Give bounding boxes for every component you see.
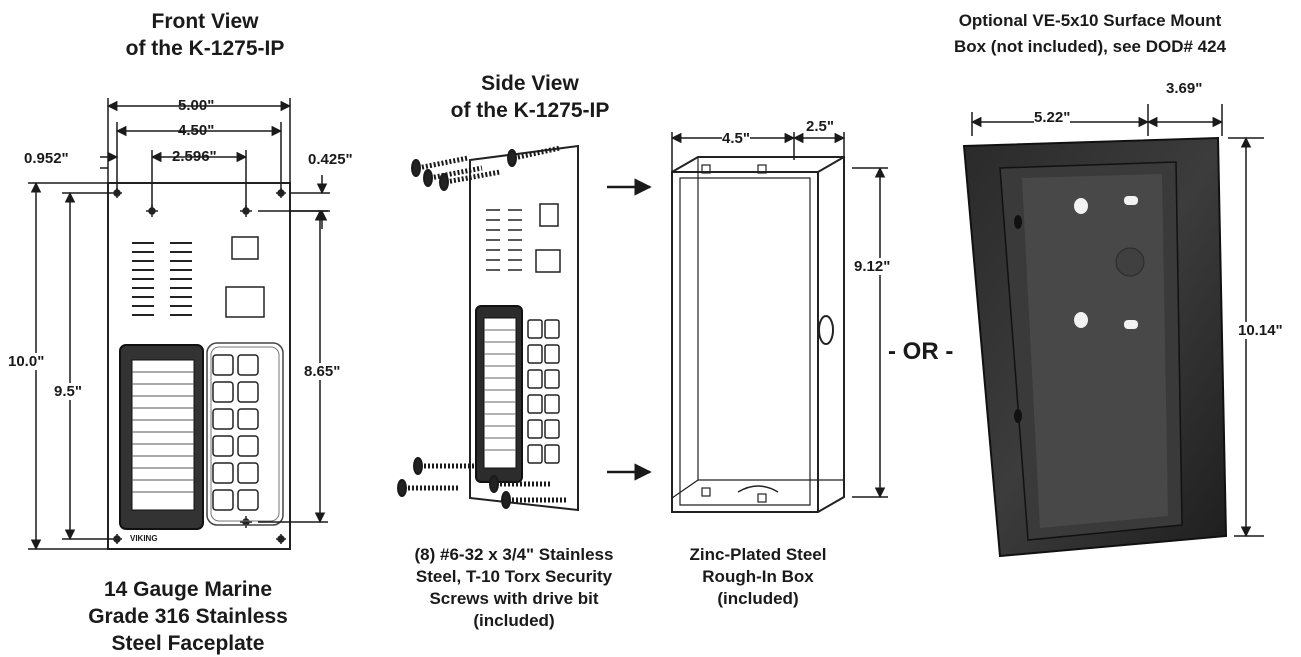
dim-box-depth: 2.5" bbox=[806, 118, 834, 135]
side-view-title-line2: of the K-1275-IP bbox=[450, 99, 610, 122]
front-caption: 14 Gauge Marine Grade 316 Stainless Stee… bbox=[38, 576, 338, 657]
front-view-title-line1: Front View bbox=[151, 10, 259, 33]
box-caption-line2: Rough-In Box bbox=[702, 567, 814, 586]
front-caption-line3: Steel Faceplate bbox=[111, 632, 265, 655]
front-caption-line1: 14 Gauge Marine bbox=[103, 578, 273, 601]
screws-caption-line4: (included) bbox=[473, 611, 555, 630]
front-view-title: Front View of the K-1275-IP bbox=[100, 8, 310, 62]
dim-width-outer: 5.00" bbox=[178, 97, 215, 114]
dim-box-width: 4.5" bbox=[722, 130, 750, 147]
dim-height-holes: 9.5" bbox=[54, 383, 82, 400]
screws-caption-line3: Screws with drive bit bbox=[429, 589, 599, 608]
box-caption-line1: Zinc-Plated Steel bbox=[689, 545, 827, 564]
dim-surface-height: 10.14" bbox=[1238, 322, 1283, 339]
camera-window bbox=[231, 236, 259, 260]
side-faceplate bbox=[469, 144, 579, 512]
assembly-arrows bbox=[607, 178, 652, 481]
brand-logo: VIKING bbox=[130, 534, 158, 543]
dim-height-outer: 10.0" bbox=[8, 353, 45, 370]
surface-mount-box bbox=[962, 136, 1228, 558]
box-caption: Zinc-Plated Steel Rough-In Box (included… bbox=[668, 544, 848, 610]
dim-surface-depth: 3.69" bbox=[1166, 80, 1203, 97]
dim-width-holes: 4.50" bbox=[178, 122, 215, 139]
dim-inner-holes: 2.596" bbox=[172, 148, 217, 165]
surface-mount-title-line2: Box (not included), see DOD# 424 bbox=[953, 37, 1227, 56]
front-view-title-line2: of the K-1275-IP bbox=[125, 37, 285, 60]
call-buttons bbox=[212, 354, 259, 511]
or-separator: - OR - bbox=[888, 338, 954, 365]
side-view-title: Side View of the K-1275-IP bbox=[420, 70, 640, 124]
dim-height-inner: 8.65" bbox=[304, 363, 341, 380]
rough-in-box bbox=[671, 156, 845, 513]
screws-caption-line1: (8) #6-32 x 3/4" Stainless bbox=[414, 545, 614, 564]
dim-inset-top: 0.425" bbox=[308, 151, 353, 168]
dim-box-height: 9.12" bbox=[854, 258, 891, 275]
surface-mount-title: Optional VE-5x10 Surface Mount Box (not … bbox=[900, 8, 1280, 60]
screws-caption: (8) #6-32 x 3/4" Stainless Steel, T-10 T… bbox=[374, 544, 654, 632]
side-view-title-line1: Side View bbox=[481, 72, 579, 95]
security-screws bbox=[397, 145, 566, 509]
front-faceplate bbox=[107, 182, 291, 550]
surface-mount-title-line1: Optional VE-5x10 Surface Mount bbox=[958, 11, 1222, 30]
box-caption-line3: (included) bbox=[717, 589, 799, 608]
screws-caption-line2: Steel, T-10 Torx Security bbox=[415, 567, 613, 586]
dim-inset-left: 0.952" bbox=[24, 150, 69, 167]
front-caption-line2: Grade 316 Stainless bbox=[88, 605, 288, 628]
indicator-window bbox=[225, 286, 265, 318]
dim-surface-width: 5.22" bbox=[1034, 109, 1071, 126]
speaker-grille bbox=[132, 242, 192, 316]
